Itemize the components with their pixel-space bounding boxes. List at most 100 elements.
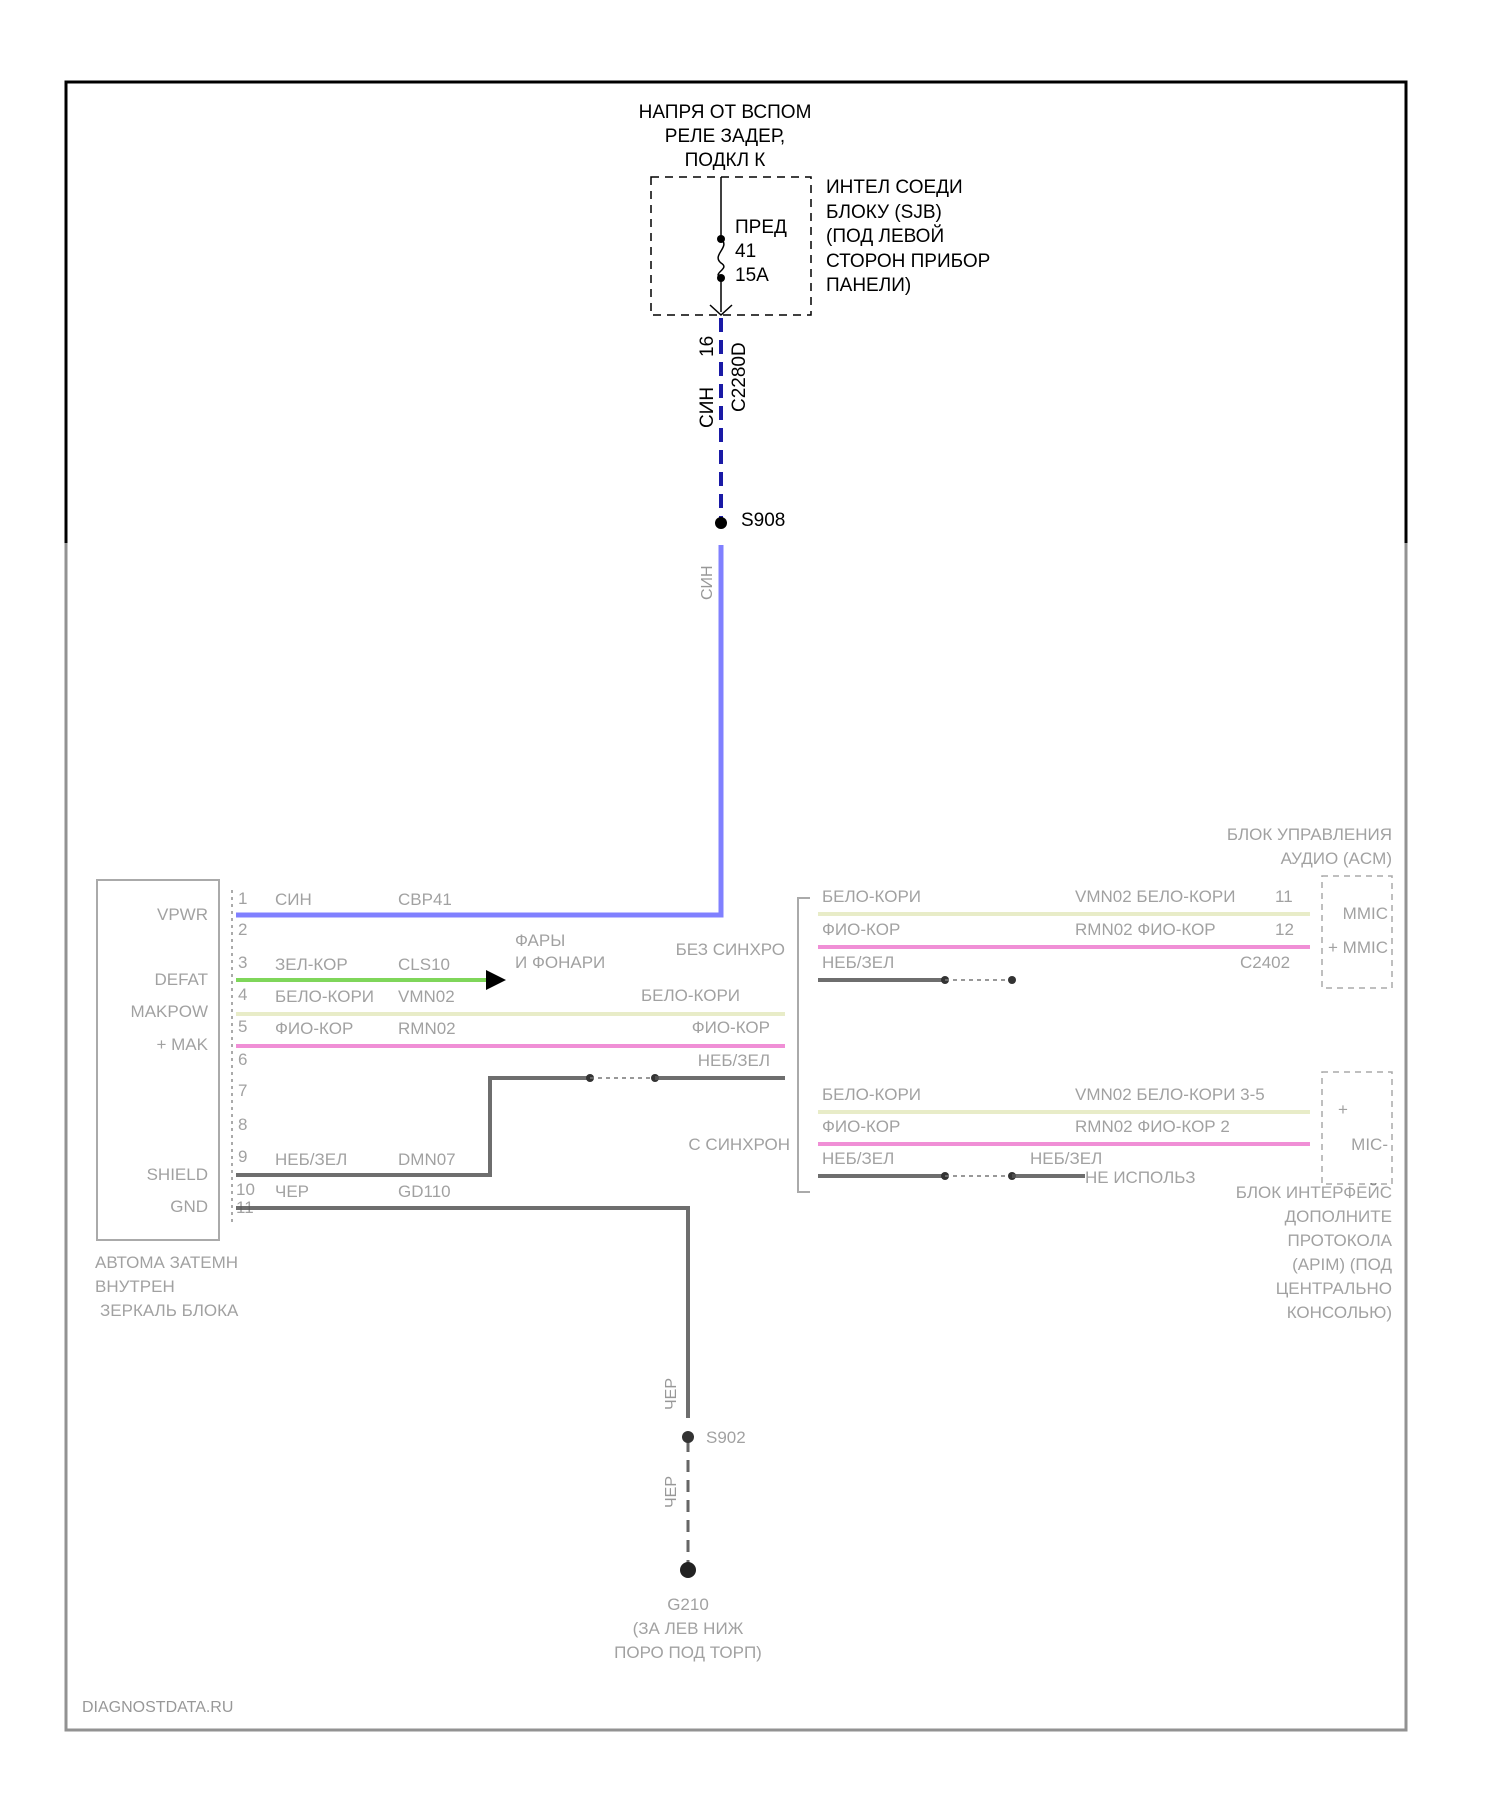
module-caption-line-3: ЗЕРКАЛЬ БЛОКА (100, 1301, 239, 1320)
branch-label-no-sync: БЕЗ СИНХРО (676, 940, 785, 959)
ground-point (680, 1562, 696, 1578)
supply-title-line-1: НАПРЯ ОТ ВСПОМ (639, 102, 812, 123)
acm-code-right-yellow: VMN02 БЕЛО-КОРИ (1075, 887, 1235, 906)
module-pin-7: 7 (238, 1081, 247, 1100)
mid-code-shield: НЕБ/ЗЕЛ (698, 1051, 770, 1070)
apim-title-line-2: ДОПОЛНИТЕ (1285, 1207, 1392, 1226)
watermark: DIAGNOSTDATA.RU (82, 1699, 233, 1716)
sjb-box (651, 177, 811, 315)
apim-code-left-pink: ФИО-КОР (822, 1117, 900, 1136)
module-caption-line-1: АВТОМА ЗАТЕМН (95, 1253, 238, 1272)
acm-pin-12: 12 (1275, 920, 1294, 939)
apim-title-line-3: ПРОТОКОЛА (1288, 1231, 1393, 1250)
module-caption-line-2: ВНУТРЕН (95, 1277, 175, 1296)
sjb-label: ИНТЕЛ СОЕДИ БЛОКУ (SJB) (ПОД ЛЕВОЙ СТОРО… (826, 177, 990, 296)
sjb-label-line-1: ИНТЕЛ СОЕДИ (826, 177, 963, 198)
module-pin-6: 6 (238, 1050, 247, 1069)
acm-box (1322, 876, 1392, 988)
acm-pin-11: 11 (1275, 887, 1293, 906)
blue-wire (236, 545, 721, 915)
module-pin-3: 3 (238, 953, 247, 972)
code-pin9-color: НЕБ/ЗЕЛ (275, 1150, 347, 1169)
acm-code-left-shield: НЕБ/ЗЕЛ (822, 953, 894, 972)
supply-title: НАПРЯ ОТ ВСПОМ РЕЛЕ ЗАДЕР, ПОДКЛ К (639, 102, 812, 171)
ground-caption-line-2: ПОРО ПОД ТОРП) (614, 1643, 762, 1662)
acm-connector-label: C2402 (1240, 953, 1290, 972)
apim-code-left-shield: НЕБ/ЗЕЛ (822, 1149, 894, 1168)
code-pin10-color: ЧЕР (275, 1182, 309, 1201)
module-pin-1: 1 (238, 889, 247, 908)
acm-title-line-1: БЛОК УПРАВЛЕНИЯ (1227, 825, 1392, 844)
apim-title-line-1: БЛОК ИНТЕРФЕЙС (1236, 1183, 1392, 1202)
apim-pin-label-1: + (1338, 1100, 1348, 1119)
module-pin-label-shield: SHIELD (147, 1165, 208, 1184)
code-pin4-id: VMN02 (398, 987, 455, 1006)
fuse-label: ПРЕД 41 15A (735, 217, 787, 286)
acm-title-line-2: АУДИО (ACM) (1281, 849, 1392, 868)
sjb-label-line-4: СТОРОН ПРИБОР (826, 251, 990, 272)
ground-wire-tag-1: ЧЕР (663, 1378, 680, 1410)
branch-label-sync: С СИНХРОН (688, 1135, 790, 1154)
fuse-label-line-1: ПРЕД (735, 217, 787, 238)
supply-title-line-3: ПОДКЛ К (685, 150, 766, 171)
code-pin3-id: CLS10 (398, 955, 450, 974)
sjb-label-line-2: БЛОКУ (SJB) (826, 202, 942, 223)
mirror-module-box (97, 880, 219, 1240)
apim-title-line-4: (APIM) (ПОД (1292, 1255, 1392, 1274)
module-pin-9: 9 (238, 1147, 247, 1166)
ground-wire (236, 1208, 688, 1418)
code-pin1-id: CBP41 (398, 890, 452, 909)
apim-title: БЛОК ИНТЕРФЕЙС ДОПОЛНИТЕ ПРОТОКОЛА (APIM… (1236, 1183, 1393, 1322)
apim-title-line-5: ЦЕНТРАЛЬНО (1276, 1279, 1392, 1298)
acm-code-left-pink: ФИО-КОР (822, 920, 900, 939)
apim-code-left-yellow: БЕЛО-КОРИ (822, 1085, 921, 1104)
acm-code-right-pink: RMN02 ФИО-КОР (1075, 920, 1216, 939)
code-pin3-color: ЗЕЛ-КОР (275, 955, 348, 974)
sjb-label-line-3: (ПОД ЛЕВОЙ (826, 225, 944, 247)
branch-bracket (798, 898, 810, 1192)
apim-code-right-yellow: VMN02 БЕЛО-КОРИ 3-5 (1075, 1085, 1265, 1104)
code-pin10-id: GD110 (398, 1182, 451, 1201)
lamps-label-line-2: И ФОНАРИ (515, 953, 605, 972)
module-pin-label-mak: + MAK (157, 1035, 209, 1054)
module-pin-label-makpow: MAKPOW (131, 1002, 208, 1021)
code-pin4-color: БЕЛО-КОРИ (275, 987, 374, 1006)
fuse-symbol (718, 239, 724, 278)
acm-pin-label-1: MMIC (1343, 904, 1388, 923)
acm-shield-node-2 (1008, 976, 1016, 984)
blue-wire-tag: СИН (699, 565, 716, 600)
fuse-label-line-2: 41 (735, 241, 756, 262)
apim-code-shield-2: НЕБ/ЗЕЛ (1030, 1149, 1102, 1168)
ground-point-label: G210 (667, 1595, 709, 1614)
module-pin-labels: VPWR DEFAT MAKPOW + MAK SHIELD GND (131, 905, 209, 1216)
code-pin1-color: СИН (275, 890, 312, 909)
module-pin-label-gnd: GND (170, 1197, 208, 1216)
apim-title-line-6: КОНСОЛЬЮ) (1287, 1303, 1392, 1322)
splice-s908-label: S908 (741, 510, 785, 531)
mid-code-pink: ФИО-КОР (692, 1018, 770, 1037)
code-pin5-color: ФИО-КОР (275, 1019, 353, 1038)
code-pin9-id: DMN07 (398, 1150, 456, 1169)
ground-caption-line-1: (ЗА ЛЕВ НИЖ (633, 1619, 744, 1638)
module-pin-2: 2 (238, 920, 247, 939)
module-pin-8: 8 (238, 1115, 247, 1134)
fuse-label-line-3: 15A (735, 265, 769, 286)
module-pin-10: 10 (236, 1180, 255, 1199)
code-pin5-id: RMN02 (398, 1019, 456, 1038)
apim-pin-label-2: MIC- (1351, 1135, 1388, 1154)
apim-unused-note: НЕ ИСПОЛЬЗ (1085, 1168, 1195, 1187)
module-pin-label-defat: DEFAT (154, 970, 208, 989)
sjb-label-line-5: ПАНЕЛИ) (826, 275, 911, 296)
mid-code-yellow: БЕЛО-КОРИ (641, 986, 740, 1005)
green-wire-arrow (486, 970, 506, 990)
module-pin-label-vpwr: VPWR (157, 905, 208, 924)
module-pin-4: 4 (238, 985, 247, 1004)
lamps-label-line-1: ФАРЫ (515, 931, 565, 950)
splice-s902-label: S902 (706, 1428, 746, 1447)
acm-code-left-yellow: БЕЛО-КОРИ (822, 887, 921, 906)
connector-name-label: C2280D (729, 342, 750, 412)
wire-color-label: СИН (697, 387, 718, 428)
splice-s908 (715, 517, 727, 529)
acm-pin-label-2: + MMIC (1328, 938, 1388, 957)
